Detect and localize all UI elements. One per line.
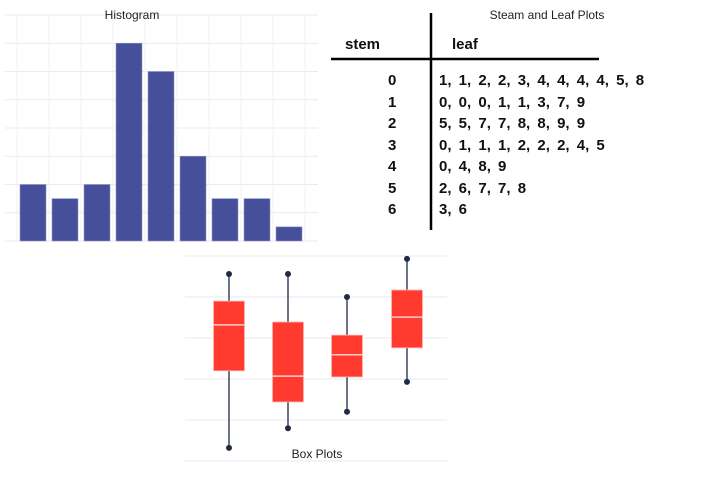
stem-header: stem: [345, 36, 381, 53]
stem-value: 5: [388, 179, 397, 197]
stem-value: 4: [388, 158, 397, 175]
histogram-title: Histogram: [105, 8, 160, 22]
histogram-bar: [115, 42, 143, 242]
leaf-values: 2, 6, 7, 7, 8: [439, 179, 527, 197]
stem-value: 2: [388, 115, 397, 132]
box-iqr: [272, 321, 304, 403]
max-point: [344, 294, 350, 300]
leaf-values: 0, 0, 0, 1, 1, 3, 7, 9: [439, 93, 586, 111]
histogram-bar: [51, 198, 79, 242]
leaf-values: 5, 5, 7, 7, 8, 8, 9, 9: [439, 115, 586, 132]
leaf-values: 0, 1, 1, 1, 2, 2, 2, 4, 5: [439, 136, 605, 154]
histogram-bar: [19, 184, 47, 242]
stem-value: 3: [388, 136, 397, 154]
box-iqr: [213, 300, 245, 372]
box-iqr: [331, 334, 363, 378]
box-plot: [272, 271, 304, 432]
stem-value: 6: [388, 201, 397, 218]
max-point: [404, 255, 410, 262]
stem-value: 1: [388, 93, 397, 111]
box-plot: [391, 255, 423, 385]
min-point: [404, 378, 410, 385]
min-point: [344, 408, 350, 415]
histogram-bar: [179, 155, 207, 242]
leaf-values: 3, 6: [439, 201, 468, 218]
max-point: [226, 271, 232, 278]
histogram-bar: [147, 71, 175, 242]
box-plot: [331, 294, 363, 415]
box-plot-title: Box Plots: [292, 447, 343, 461]
stem-value: 0: [388, 72, 397, 89]
box-plot: [213, 271, 245, 451]
leaf-values: 0, 4, 8, 9: [439, 158, 507, 175]
histogram-bar: [243, 198, 271, 242]
histogram-bar: [211, 198, 239, 242]
min-point: [285, 425, 291, 432]
min-point: [226, 444, 232, 451]
leaf-header: leaf: [452, 36, 478, 53]
histogram-bar: [83, 184, 111, 242]
histogram-bar: [275, 226, 303, 242]
leaf-values: 1, 1, 2, 2, 3, 4, 4, 4, 4, 5, 8: [439, 72, 645, 89]
max-point: [285, 271, 291, 278]
stem-leaf-title: Steam and Leaf Plots: [490, 8, 605, 22]
box-iqr: [391, 289, 423, 349]
